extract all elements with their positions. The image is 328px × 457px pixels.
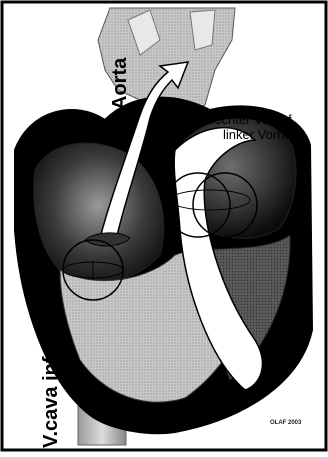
label-linker-vorhof: linker Vorhof — [223, 127, 296, 142]
label-rechter-vorhof: rechter Vorhof — [210, 112, 292, 127]
author-credit: OLAF 2003 — [270, 420, 302, 426]
label-vena-cava: V.cava inf. — [40, 351, 62, 448]
label-aorta: Aorta — [109, 57, 131, 110]
aortic-arch-branch-right — [190, 10, 215, 50]
